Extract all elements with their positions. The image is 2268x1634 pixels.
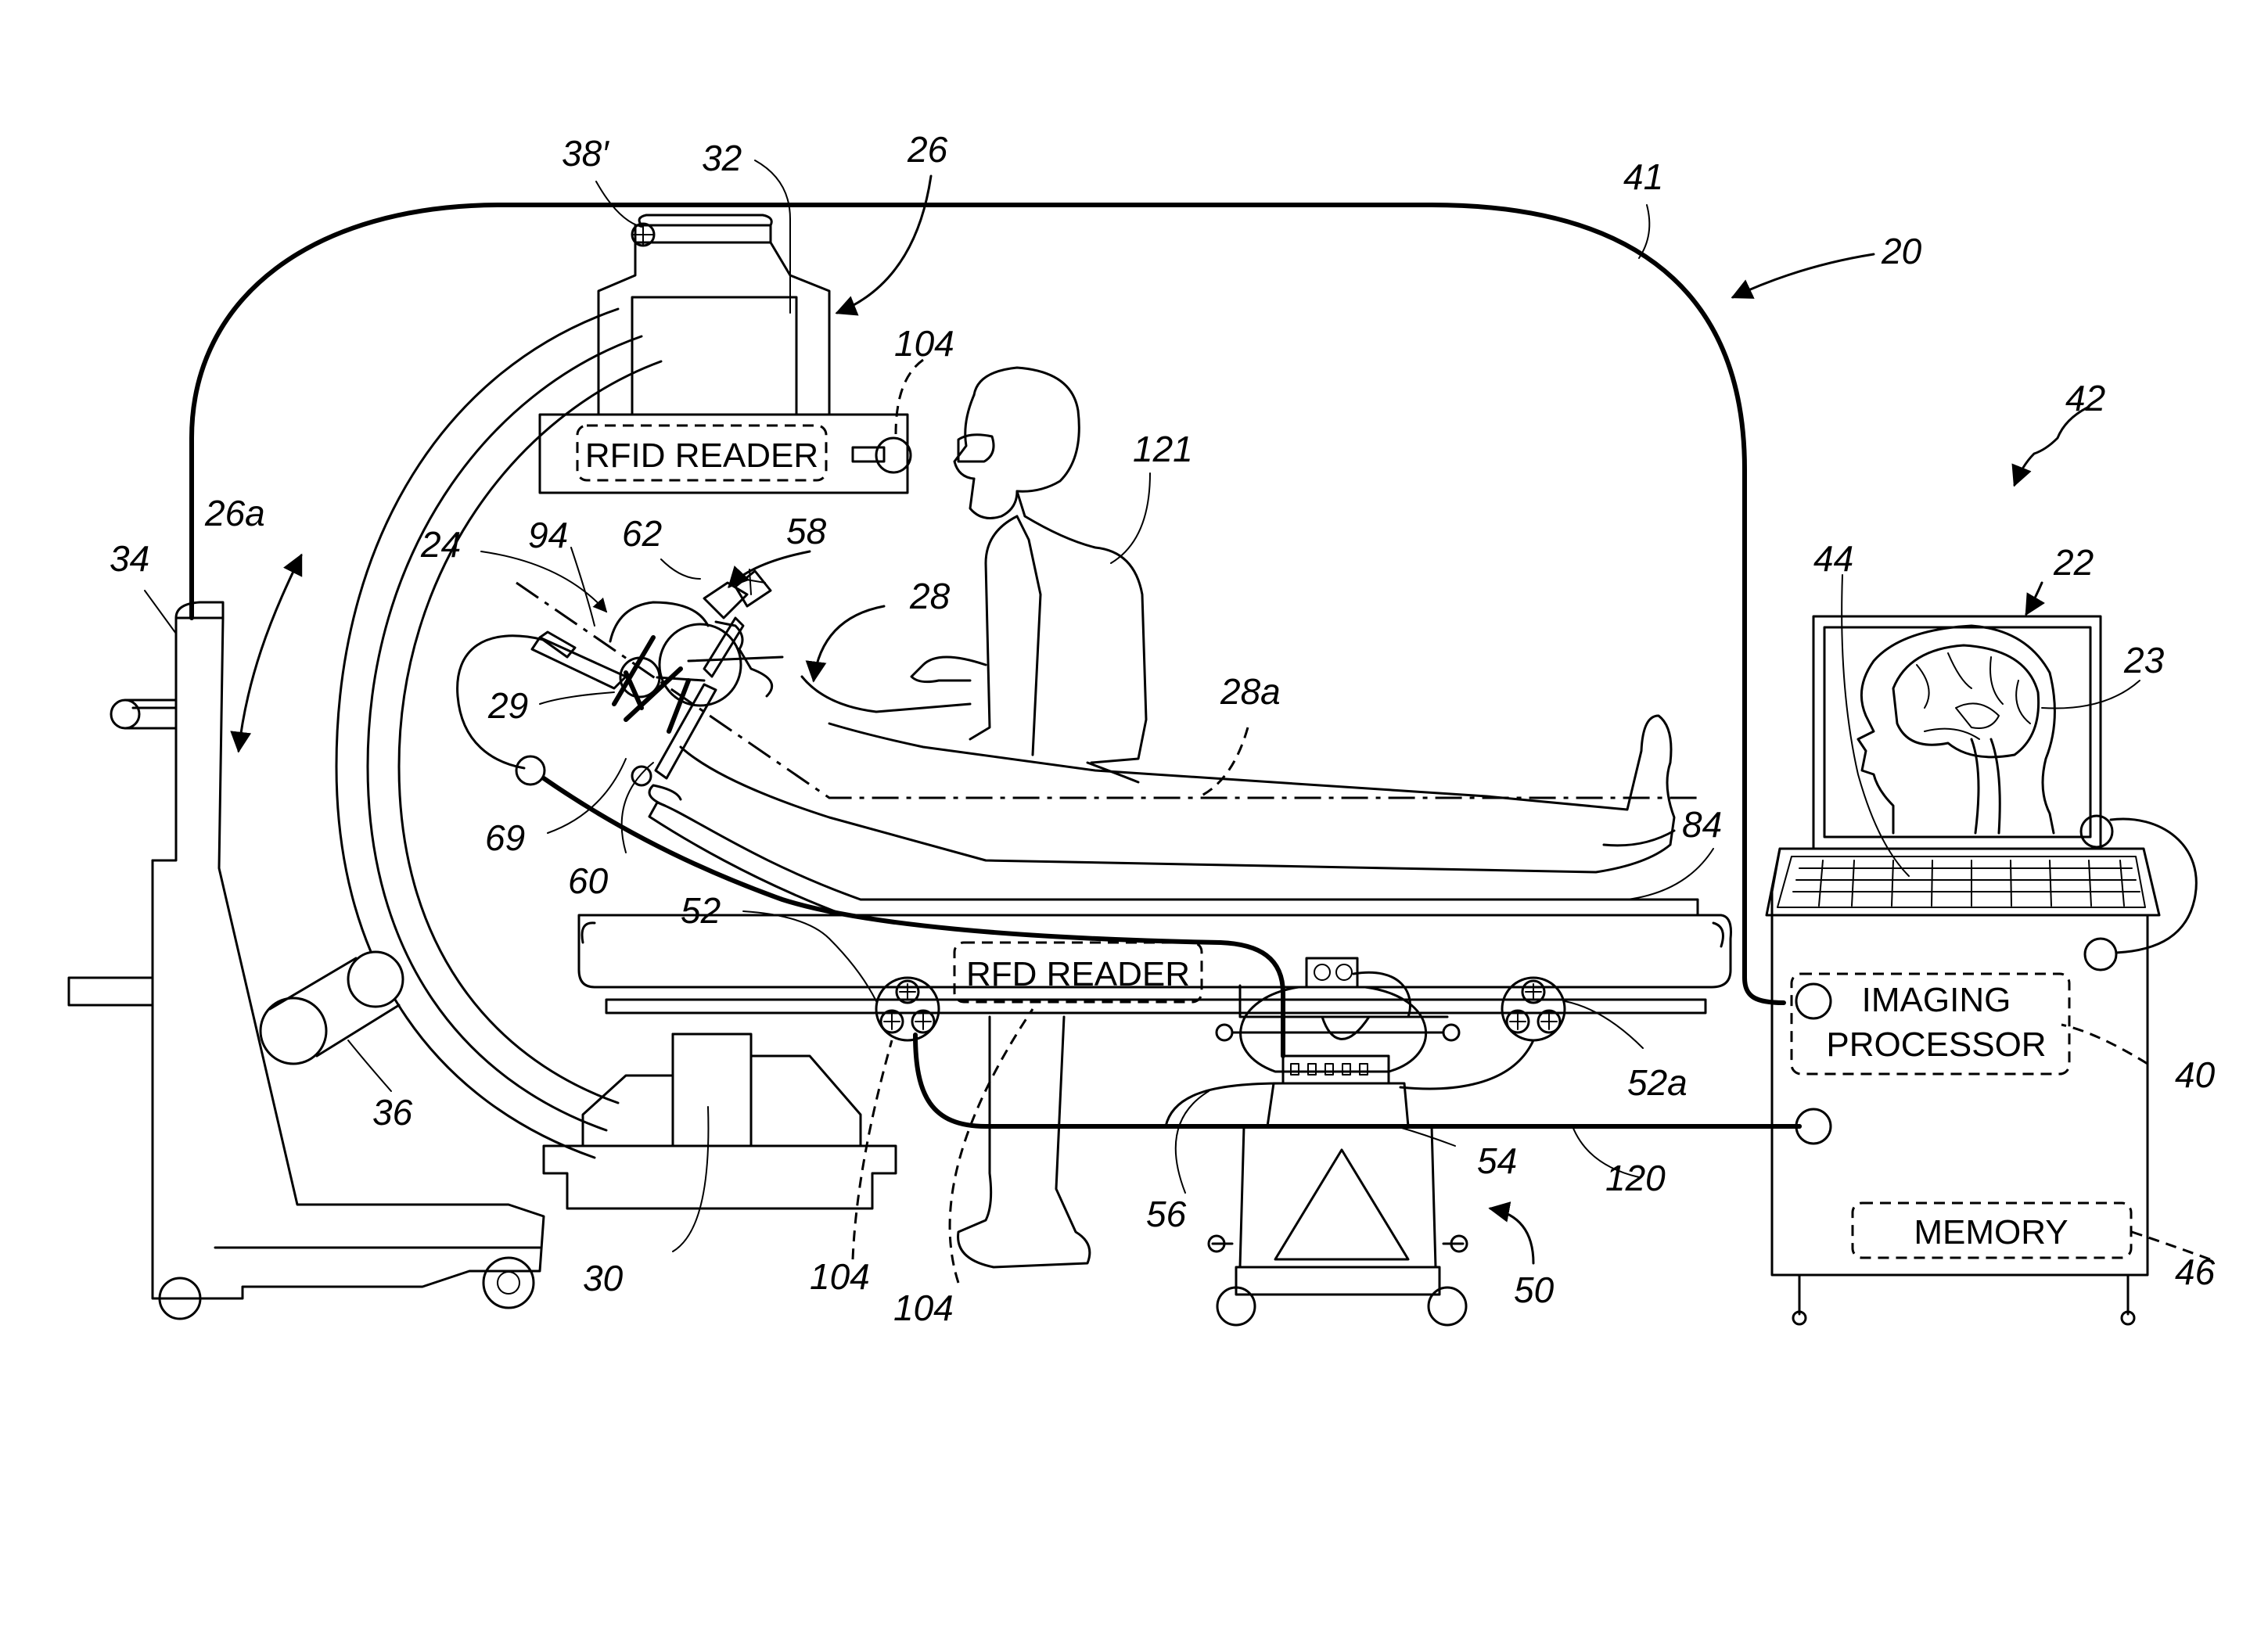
imaging-label: IMAGING xyxy=(1862,981,2011,1019)
ref-121: 121 xyxy=(1133,429,1193,469)
ref-60: 60 xyxy=(568,860,609,901)
ref-26a: 26a xyxy=(204,493,265,533)
rfid-reader-label: RFID READER xyxy=(585,436,818,475)
ref-40: 40 xyxy=(2175,1054,2216,1095)
ref-50: 50 xyxy=(1514,1269,1555,1310)
ref-26: 26 xyxy=(907,129,948,170)
ref-84: 84 xyxy=(1682,804,1722,845)
ref-20: 20 xyxy=(1881,231,1922,271)
ref-34: 34 xyxy=(110,538,149,579)
detector-30 xyxy=(544,1034,896,1208)
ref-44: 44 xyxy=(1813,538,1853,579)
patient-28 xyxy=(660,622,1674,872)
ref-36: 36 xyxy=(372,1092,413,1133)
processor-label: PROCESSOR xyxy=(1826,1025,2046,1064)
ref-104-top: 104 xyxy=(894,323,954,364)
ref-120: 120 xyxy=(1605,1158,1666,1198)
surgeon-121 xyxy=(911,368,1146,1267)
connector-52a xyxy=(1502,978,1565,1040)
ref-22: 22 xyxy=(2053,542,2094,583)
memory-label: MEMORY xyxy=(1914,1213,2068,1252)
ref-58: 58 xyxy=(786,511,827,551)
ref-62: 62 xyxy=(622,513,662,554)
ref-28a: 28a xyxy=(1220,671,1281,712)
ref-52: 52 xyxy=(681,890,721,931)
ref-69: 69 xyxy=(485,817,525,858)
ref-24: 24 xyxy=(420,524,461,565)
leader-lines xyxy=(145,160,2210,1283)
brain-image-23 xyxy=(1858,626,2054,833)
ref-23: 23 xyxy=(2123,640,2165,681)
ref-41: 41 xyxy=(1623,156,1663,197)
ref-42: 42 xyxy=(2065,378,2105,418)
head-frame-24 xyxy=(532,569,782,785)
rotation-arrow-26a xyxy=(239,555,301,751)
ref-38-prime: 38′ xyxy=(562,133,609,174)
ref-104-bottom: 104 xyxy=(893,1287,954,1328)
ref-54: 54 xyxy=(1477,1140,1517,1181)
c-arm-joint-36 xyxy=(261,952,403,1064)
ref-30: 30 xyxy=(583,1258,624,1298)
ref-29: 29 xyxy=(487,685,528,726)
cable-120 xyxy=(544,778,1799,1126)
ref-52a: 52a xyxy=(1627,1062,1688,1103)
ref-104-mid: 104 xyxy=(810,1256,870,1297)
ref-46: 46 xyxy=(2175,1252,2216,1292)
rfd-reader-label: RFD READER xyxy=(966,955,1190,993)
ref-28: 28 xyxy=(909,576,951,616)
ref-32: 32 xyxy=(702,138,742,178)
c-arm-base-34 xyxy=(69,602,544,1319)
ref-56: 56 xyxy=(1146,1194,1187,1234)
connector-52 xyxy=(876,978,939,1040)
ref-94: 94 xyxy=(528,515,568,555)
